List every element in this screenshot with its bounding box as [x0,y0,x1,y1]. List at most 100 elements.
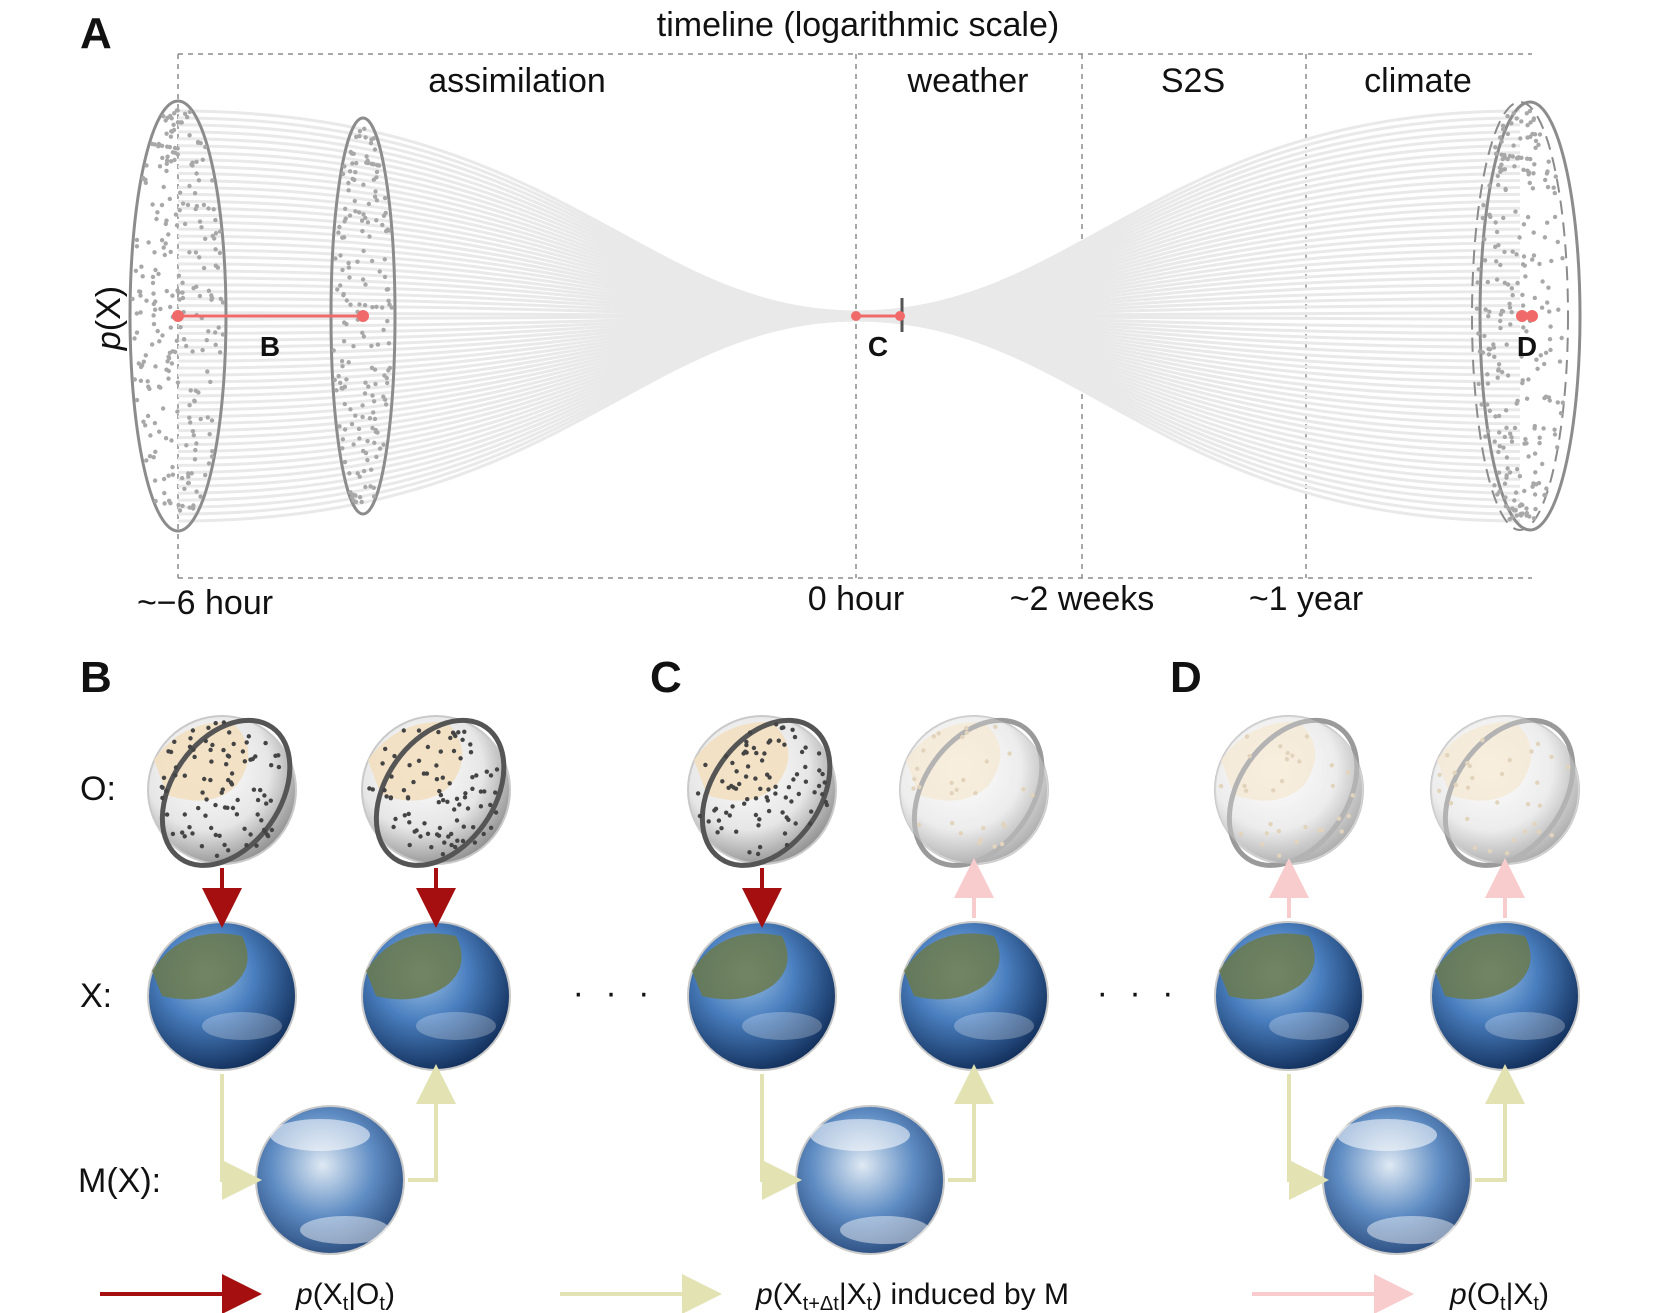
ensemble-point [389,305,394,310]
ensemble-point [1509,435,1514,440]
ensemble-point [1520,292,1525,298]
ensemble-point [1527,180,1533,186]
ensemble-point [357,210,362,215]
ensemble-point [209,454,215,459]
ensemble-point [1520,380,1525,386]
ensemble-point [141,419,146,424]
ensemble-point [145,413,151,419]
ensemble-point [152,142,157,147]
ensemble-point [192,457,198,462]
ensemble-point [162,252,167,258]
ensemble-point [1558,411,1564,416]
ensemble-point [1503,495,1508,500]
ensemble-point [151,455,156,460]
ensemble-point [175,380,181,385]
ensemble-point [151,313,156,318]
ensemble-point [363,282,368,287]
timeline-title: timeline (logarithmic scale) [657,6,1059,44]
ensemble-point [382,397,388,402]
ensemble-point [1495,173,1501,179]
ensemble-point [1497,489,1502,494]
ensemble-point [357,302,362,307]
ensemble-point [1516,155,1521,161]
ensemble-point [1480,215,1486,221]
ensemble-point [203,144,208,150]
ensemble-points [130,108,1566,522]
ensemble-point [1512,425,1518,431]
ensemble-point [1505,113,1510,119]
ensemble-point [1485,381,1491,386]
ensemble-point [1494,229,1500,235]
ensemble-point [1546,159,1551,164]
legend: p(Xt|Ot) p(Xt+Δt|Xt) induced by M p(Ot|X… [100,1274,1549,1313]
ensemble-point [363,215,368,221]
ensemble-point [1556,307,1561,312]
ensemble-point [217,229,223,234]
ensemble-point [201,202,207,208]
ensemble-point [339,359,345,364]
observation-globe [147,715,297,868]
panel-c-label: C [650,653,682,702]
ensemble-point [340,171,346,177]
ensemble-point [187,415,192,420]
ensemble-point [193,388,198,393]
ensemble-point [1483,307,1488,312]
ensemble-point [1544,486,1549,491]
ensemble-point [164,161,169,166]
ensemble-point [340,446,345,451]
ensemble-point [342,427,348,432]
ensemble-point [138,293,143,298]
ensemble-point [209,293,214,298]
ensemble-point [1559,335,1564,341]
ensemble-point [167,196,172,202]
ensemble-point [176,273,182,278]
ensemble-point [381,442,386,447]
ensemble-point [1531,253,1537,258]
ensemble-point [194,284,199,289]
ensemble-point [166,368,171,374]
ensemble-point [352,198,357,204]
ensemble-point [1520,502,1525,508]
ensemble-point [1492,483,1497,488]
ensemble-point [1524,396,1530,401]
ensemble-point [192,398,197,403]
ensemble-point [361,468,367,474]
ensemble-point [149,342,155,347]
ensemble-point [133,268,139,273]
ensemble-point [175,146,180,151]
ensemble-point [152,478,158,483]
ensemble-point [1498,262,1503,268]
ensemble-point [1545,184,1551,190]
ensemble-point [1519,354,1524,359]
ensemble-point [178,325,183,330]
ensemble-point [170,293,175,298]
ensemble-point [1532,295,1538,301]
ensemble-point [193,250,199,255]
ensemble-point [198,416,203,422]
ensemble-point [1502,249,1507,255]
ensemble-point [217,250,223,256]
ensemble-point [1521,325,1526,330]
ensemble-point [196,178,202,183]
ensemble-point [1501,215,1506,221]
trajectory-line [177,206,1521,316]
ensemble-point [374,454,379,460]
ensemble-point [372,194,378,199]
ensemble-point [357,436,362,441]
ensemble-point [134,237,140,243]
ensemble-point [190,429,196,434]
ensemble-point [1504,425,1509,430]
marker-b-label: B [260,331,280,362]
ensemble-point [1502,434,1508,440]
ensemble-point [1523,437,1528,442]
ensemble-point [1500,167,1505,172]
ensemble-point [146,240,151,245]
ensemble-point [363,380,368,385]
ensemble-point [331,348,336,353]
marker-d-label: D [1517,331,1537,362]
ensemble-point [163,241,168,246]
ensemble-point [1505,131,1511,137]
ensemble-point [1503,408,1509,413]
ensemble-point [157,339,162,344]
